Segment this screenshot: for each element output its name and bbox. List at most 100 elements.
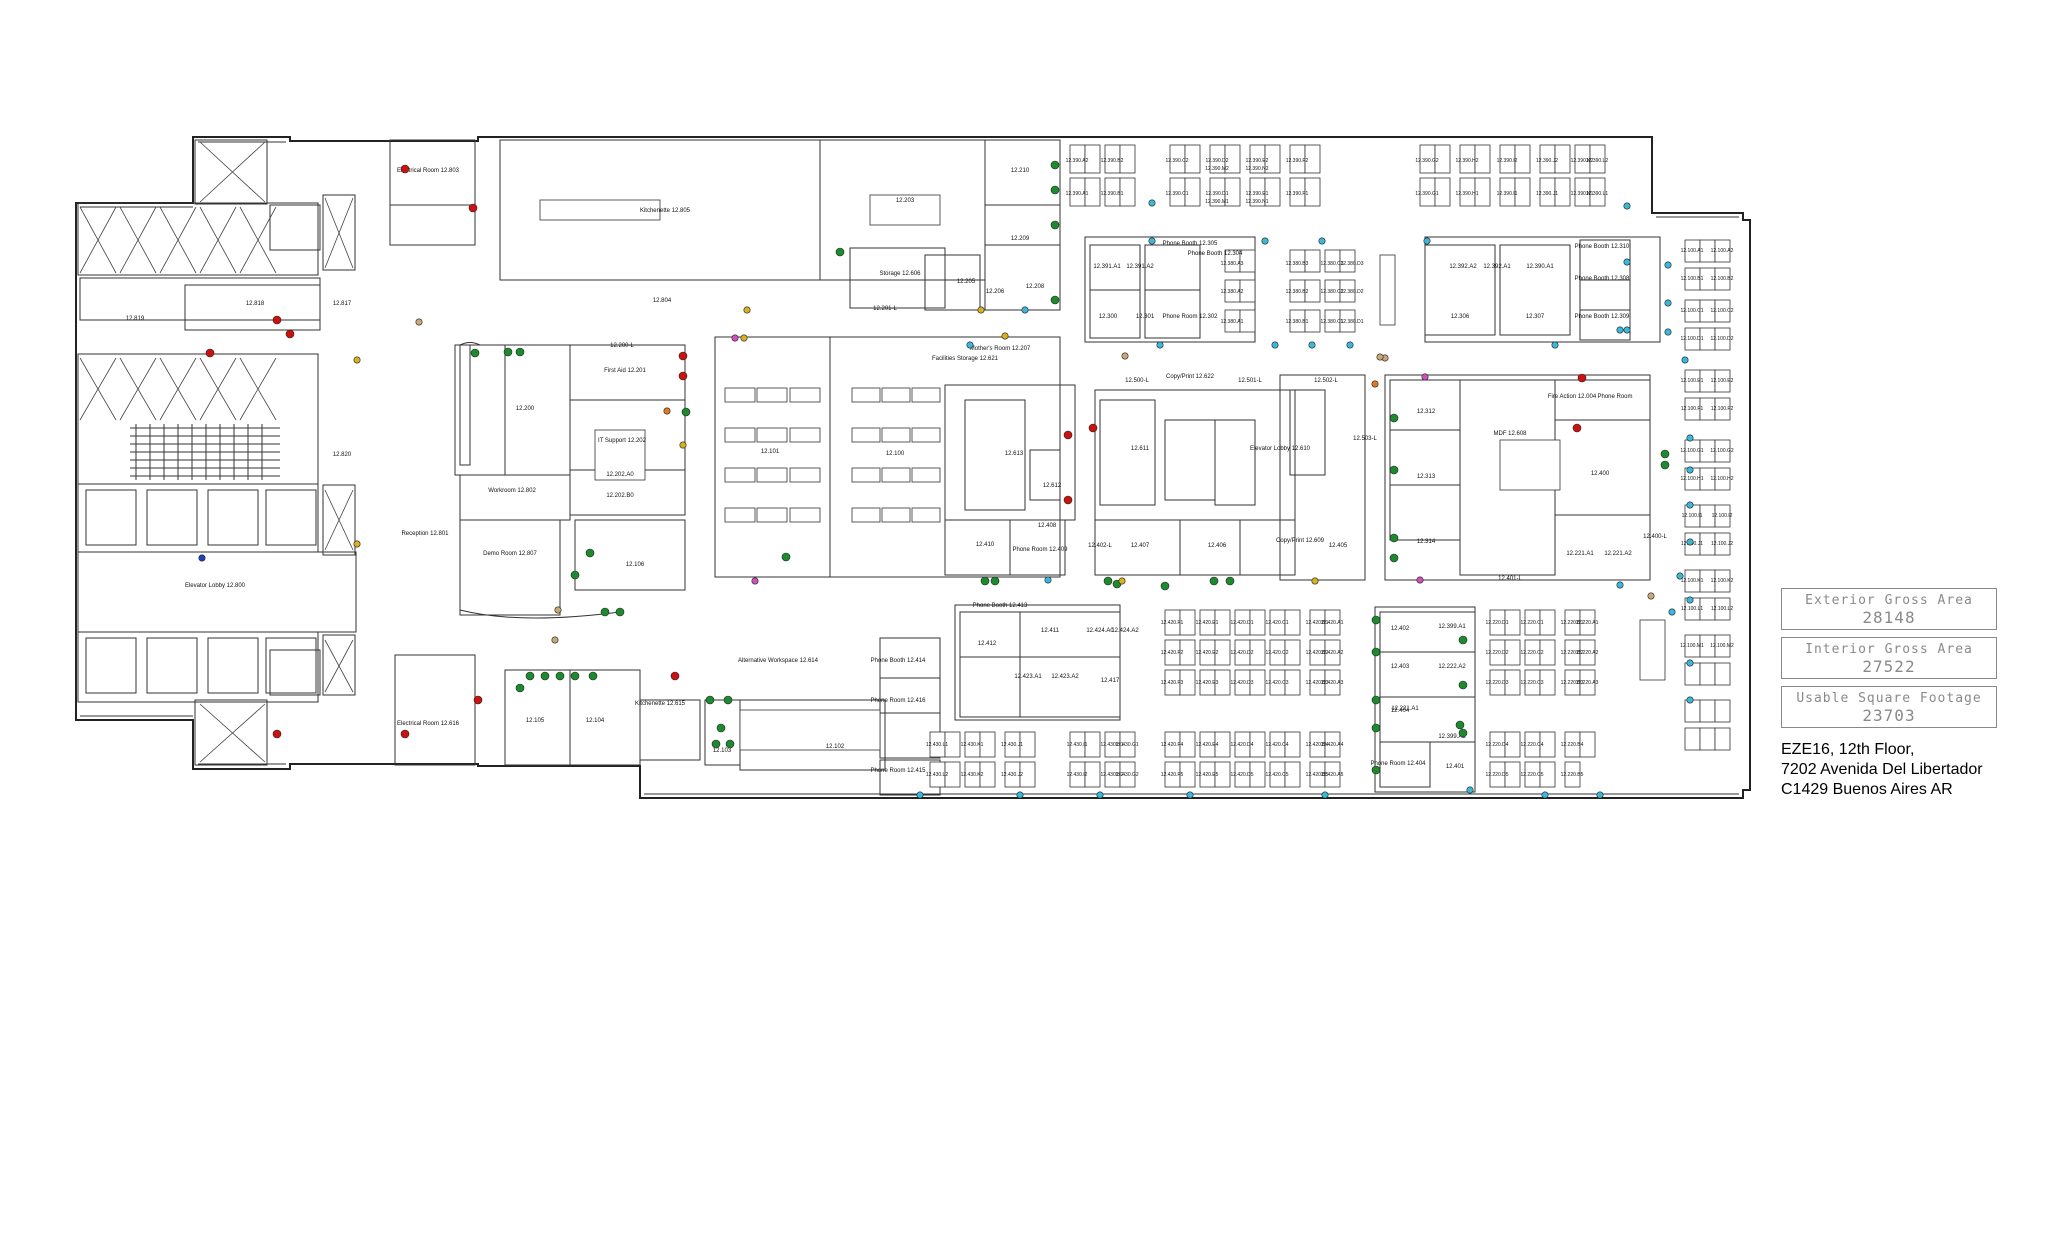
room-label: 12.314 — [1417, 539, 1436, 545]
room-label: 12.399.A1 — [1438, 624, 1466, 630]
room-label: 12.313 — [1417, 474, 1436, 480]
cyan-status-marker — [1623, 326, 1631, 334]
desk-label: 12.380.B1 — [1286, 319, 1309, 325]
green-status-marker — [1389, 413, 1399, 423]
green-status-marker — [1660, 449, 1670, 459]
room-label: 12.400-L — [1643, 534, 1667, 540]
cyan-status-marker — [1686, 696, 1694, 704]
desk-label: 12.220.A2 — [1576, 650, 1599, 656]
address-line-2: 7202 Avenida Del Libertador — [1781, 761, 1983, 778]
tan-status-marker — [1121, 352, 1129, 360]
desk-label: 12.420.E1 — [1196, 620, 1219, 626]
red-status-marker — [400, 164, 410, 174]
room-label: 12.205 — [957, 279, 976, 285]
room-label: 12.423.A1 — [1014, 674, 1042, 680]
desk-label: 12.100.B2 — [1711, 276, 1734, 282]
room-label: 12.391.A2 — [1126, 264, 1154, 270]
desk-label: 12.380.A1 — [1221, 319, 1244, 325]
room-label: 12.206 — [986, 289, 1005, 295]
workstations — [539, 144, 1731, 788]
area-value: 27522 — [1862, 657, 1916, 676]
green-status-marker — [723, 695, 733, 705]
desk-label: 12.390.I1 — [1497, 191, 1518, 197]
room-label: 12.300 — [1099, 314, 1118, 320]
cyan-status-marker — [1664, 299, 1672, 307]
room-label: 12.208 — [1026, 284, 1045, 290]
room-label: 12.392.A2 — [1449, 264, 1477, 270]
room-label: 12.201-L — [873, 306, 897, 312]
desk-label: 12.420.C2 — [1265, 650, 1288, 656]
green-status-marker — [600, 607, 610, 617]
area-label: Exterior Gross Area — [1805, 593, 1973, 608]
room-label: 12.401 — [1446, 764, 1465, 770]
green-status-marker — [1371, 723, 1381, 733]
desk-label: 12.430.G1 — [1115, 742, 1139, 748]
green-status-marker — [555, 671, 565, 681]
green-status-marker — [1050, 295, 1060, 305]
room-label: 12.417 — [1101, 678, 1120, 684]
green-status-marker — [1371, 765, 1381, 775]
tan-status-marker — [1376, 353, 1384, 361]
cyan-status-marker — [1686, 659, 1694, 667]
room-label: Fire Action 12.004 — [1548, 394, 1597, 400]
core-left — [77, 139, 357, 766]
desk-label: 12.100.D2 — [1710, 336, 1733, 342]
room-label: 12.410 — [976, 542, 995, 548]
cyan-status-marker — [1346, 341, 1354, 349]
room-label: 12.209 — [1011, 236, 1030, 242]
room-label: 12.307 — [1526, 314, 1545, 320]
area-label: Usable Square Footage — [1796, 691, 1982, 706]
red-status-marker — [1572, 423, 1582, 433]
green-status-marker — [588, 671, 598, 681]
desk-label: 12.100.G2 — [1710, 448, 1734, 454]
red-status-marker — [400, 729, 410, 739]
cyan-status-marker — [966, 341, 974, 349]
room-label: 12.804 — [653, 298, 672, 304]
tan-status-marker — [551, 636, 559, 644]
green-status-marker — [525, 671, 535, 681]
room-label: 12.404 — [1391, 708, 1410, 714]
room-label: 12.103 — [713, 748, 732, 754]
desk-label: 12.420.B2 — [1306, 650, 1329, 656]
desk-label: 12.390.N2 — [1245, 166, 1268, 172]
green-status-marker — [1458, 635, 1468, 645]
desk-label: 12.390.A1 — [1066, 191, 1089, 197]
room-label: 12.424.A0 — [1086, 628, 1114, 634]
room-label: 12.408 — [1038, 523, 1057, 529]
room-label: 12.200 — [516, 406, 535, 412]
desk-label: 12.380.B3 — [1286, 261, 1309, 267]
cyan-status-marker — [1186, 791, 1194, 799]
desk-label: 12.390.L1 — [1586, 191, 1608, 197]
room-label: 12.221.A1 — [1391, 706, 1419, 712]
desk-label: 12.390.A2 — [1066, 158, 1089, 164]
room-label: 12.502-L — [1314, 378, 1338, 384]
desk-label: 12.420.F4 — [1161, 742, 1184, 748]
green-status-marker — [990, 576, 1000, 586]
blue-status-marker — [198, 554, 206, 562]
green-status-marker — [515, 347, 525, 357]
pink-status-marker — [1416, 576, 1424, 584]
cyan-status-marker — [1681, 356, 1689, 364]
room-label: Reception 12.801 — [401, 531, 449, 537]
room-label: Phone Room 12.416 — [870, 698, 926, 704]
room-label: 12.820 — [333, 452, 352, 458]
room-label: Phone Booth 12.309 — [1575, 314, 1630, 320]
desk-label: 12.420.A3 — [1321, 680, 1344, 686]
room-label: Phone Room 12.409 — [1012, 547, 1068, 553]
desk-label: 12.380.C2 — [1320, 289, 1343, 295]
desk-label: 12.420.F1 — [1161, 620, 1184, 626]
desk-label: 12.420.B3 — [1306, 680, 1329, 686]
room-label: 12.611 — [1131, 446, 1150, 452]
room-label: 12.405 — [1329, 543, 1348, 549]
yellow-status-marker — [740, 334, 748, 342]
cyan-status-marker — [1261, 237, 1269, 245]
room-label: Facilities Storage 12.621 — [932, 356, 999, 362]
desk-label: 12.100.M2 — [1710, 643, 1734, 649]
pink-status-marker — [731, 334, 739, 342]
desk-label: 12.430.G2 — [1115, 772, 1139, 778]
desk-label: 12.390.M2 — [1205, 166, 1229, 172]
room-label: Phone Booth 12.413 — [973, 603, 1028, 609]
desk-label: 12.220.D1 — [1485, 620, 1508, 626]
room-label: 12.100 — [886, 451, 905, 457]
yellow-status-marker — [977, 306, 985, 314]
